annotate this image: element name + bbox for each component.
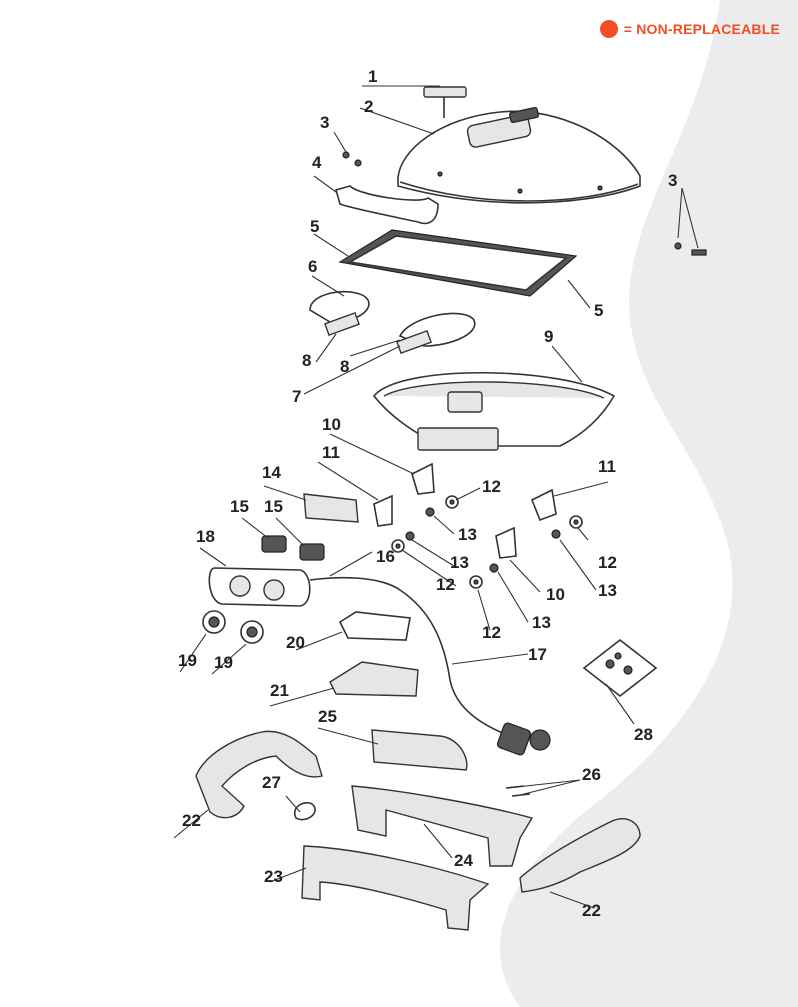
- part-22-drawing: [195, 730, 323, 819]
- part-label-13c: 13: [598, 581, 617, 600]
- part-label-27: 27: [262, 773, 281, 792]
- part-label-10: 10: [322, 415, 341, 434]
- part-8-drawing: [324, 311, 432, 355]
- part-label-3b: 3: [668, 171, 677, 190]
- non-replaceable-dot-icon: [599, 20, 618, 38]
- part-20-drawing: [338, 611, 411, 641]
- part-label-12b: 12: [598, 553, 617, 572]
- part-label-15: 15: [230, 497, 249, 516]
- part-16-17-drawing: [309, 576, 511, 737]
- part-label-19b: 19: [214, 653, 233, 672]
- part-15-drawing: [261, 535, 325, 561]
- part-4-drawing: [335, 185, 439, 225]
- part-19-drawing: [202, 610, 264, 644]
- part-3-drawing: [342, 151, 707, 256]
- part-label-20: 20: [286, 633, 305, 652]
- part-label-13b: 13: [450, 553, 469, 572]
- part-label-22b: 22: [582, 901, 601, 920]
- part-label-1: 1: [368, 67, 377, 86]
- part-label-23: 23: [264, 867, 283, 886]
- part-label-11b: 11: [598, 457, 616, 476]
- part-label-21: 21: [270, 681, 289, 700]
- part-label-19: 19: [178, 651, 197, 670]
- part-label-11: 11: [322, 443, 340, 462]
- part-label-12c: 12: [436, 575, 455, 594]
- part-label-9: 9: [544, 327, 553, 346]
- part-18-drawing: [208, 567, 311, 607]
- part-label-22: 22: [182, 811, 201, 830]
- part-12-13-drawing: [391, 495, 583, 589]
- part-label-5b: 5: [594, 301, 603, 320]
- part-label-3: 3: [320, 113, 329, 132]
- part-label-8: 8: [302, 351, 311, 370]
- part-label-7: 7: [292, 387, 301, 406]
- part-22-drawing-b: [519, 818, 641, 893]
- background-swoosh: [499, 0, 798, 1007]
- part-label-2: 2: [364, 97, 373, 116]
- part-label-24: 24: [454, 851, 473, 870]
- part-2-drawing: [397, 106, 641, 204]
- part-label-10b: 10: [546, 585, 565, 604]
- part-1-drawing: [423, 86, 467, 118]
- part-label-8b: 8: [340, 357, 349, 376]
- part-label-12d: 12: [482, 623, 501, 642]
- part-5-drawing: [338, 229, 578, 297]
- part-label-6: 6: [308, 257, 317, 276]
- part-label-28: 28: [634, 725, 653, 744]
- part-labels: 1 2 3 3 4 5 5 6 7 8 8 9 10 10 11 11 12 1…: [178, 67, 677, 920]
- part-label-17: 17: [528, 645, 547, 664]
- part-label-26: 26: [582, 765, 601, 784]
- part-label-5: 5: [310, 217, 319, 236]
- part-11-drawing-b: [530, 488, 557, 522]
- part-9-drawing: [372, 371, 616, 451]
- legend: = NON-REPLACEABLE: [599, 20, 780, 38]
- legend-label: = NON-REPLACEABLE: [623, 21, 780, 37]
- part-label-13: 13: [458, 525, 477, 544]
- part-23-drawing: [301, 845, 490, 931]
- part-21-drawing: [329, 661, 419, 697]
- part-28-drawing: [582, 638, 658, 698]
- part-27-drawing: [293, 802, 316, 821]
- part-label-15b: 15: [264, 497, 283, 516]
- part-label-12: 12: [482, 477, 501, 496]
- part-14-drawing: [303, 493, 359, 523]
- part-label-25: 25: [318, 707, 337, 726]
- part-label-13d: 13: [532, 613, 551, 632]
- part-label-4: 4: [312, 153, 322, 172]
- part-11-drawing: [373, 494, 393, 527]
- part-25-drawing: [371, 729, 468, 771]
- part-label-14: 14: [262, 463, 281, 482]
- leader-lines: [173, 85, 699, 909]
- regulator-drawing: [496, 722, 551, 756]
- part-6-drawing: [309, 290, 370, 323]
- part-label-18: 18: [196, 527, 215, 546]
- part-24-drawing: [351, 785, 534, 867]
- part-label-16: 16: [376, 547, 395, 566]
- part-10-drawing-b: [495, 526, 517, 559]
- part-10-drawing: [411, 462, 435, 495]
